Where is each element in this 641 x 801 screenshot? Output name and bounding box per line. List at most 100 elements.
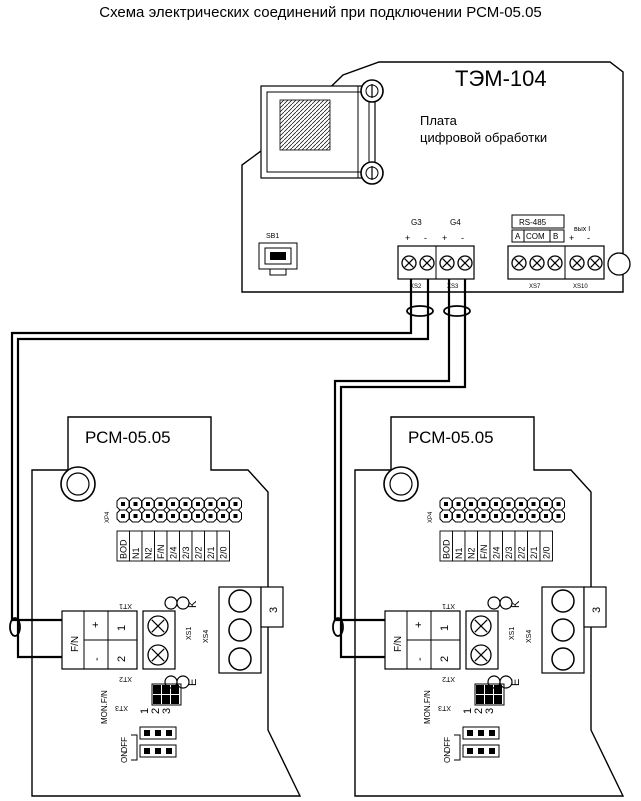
tem-led bbox=[607, 252, 631, 276]
xs1-screw-2 bbox=[470, 644, 492, 666]
xt3-frame bbox=[151, 683, 182, 706]
xt3-frame bbox=[474, 683, 505, 706]
pin-label: BOD bbox=[118, 539, 128, 559]
terminal-screw-g3 bbox=[439, 255, 455, 271]
pin-label: BOD bbox=[441, 539, 451, 559]
pin-label: 2/2 bbox=[193, 546, 203, 559]
xp4-pin-center bbox=[494, 514, 498, 518]
pin-label: 2/2 bbox=[516, 546, 526, 559]
xp4-pin-center bbox=[196, 514, 200, 518]
pin-cell bbox=[216, 530, 230, 562]
pin-label: 2/1 bbox=[529, 546, 539, 559]
xp4-pin-center bbox=[158, 502, 163, 506]
rsm-round-connector bbox=[60, 466, 96, 502]
xt3-pin bbox=[485, 695, 493, 704]
xs1-screw-1 bbox=[147, 615, 169, 637]
xs4-contact bbox=[228, 589, 252, 613]
xs1-label: XS1 bbox=[509, 627, 516, 640]
vyx-label: вых I bbox=[574, 226, 590, 233]
pin-label: 2/0 bbox=[541, 546, 551, 559]
xt2-label: XT2 bbox=[119, 675, 132, 682]
terminal-screw-xs5 bbox=[587, 255, 603, 271]
selector-pin bbox=[155, 730, 161, 736]
pin-label: 2/1 bbox=[206, 546, 216, 559]
xs4-number-cell bbox=[260, 586, 284, 628]
xp4-pin-center bbox=[481, 514, 486, 518]
xt1-label: XT1 bbox=[119, 602, 132, 609]
pin-label: N2 bbox=[143, 547, 153, 559]
g4-minus: - bbox=[461, 233, 464, 243]
xs4-number-label: 3 bbox=[268, 607, 280, 613]
xp4-pin-center bbox=[196, 502, 200, 506]
selector-pin bbox=[489, 748, 495, 754]
xp4-pin-center bbox=[469, 514, 473, 518]
xs4-contact bbox=[551, 589, 575, 613]
selector-pin bbox=[467, 730, 473, 736]
mon-label: MON.F/N bbox=[423, 690, 432, 724]
xp4-pin-center bbox=[233, 502, 238, 506]
pin-label: 2/3 bbox=[504, 546, 514, 559]
xp4-pin-center bbox=[146, 502, 150, 506]
xs7-xs10-terminal-block bbox=[507, 245, 605, 280]
xs4-contact bbox=[551, 618, 575, 642]
xs4-contact bbox=[228, 618, 252, 642]
xs10-plus: + bbox=[569, 233, 574, 243]
k-label: K bbox=[187, 600, 199, 608]
xs2-xs3-terminal-block bbox=[397, 245, 475, 280]
xp4-pin-center bbox=[519, 502, 523, 506]
xp4-pin-center bbox=[233, 514, 238, 518]
diagram-title: Схема электрических соединений при подкл… bbox=[99, 4, 542, 21]
g3-minus: - bbox=[424, 233, 427, 243]
xt2-label: XT2 bbox=[442, 675, 455, 682]
xs4-number-label: 3 bbox=[591, 607, 603, 613]
tem-104-outline bbox=[241, 61, 624, 293]
selector-pin bbox=[155, 748, 161, 754]
g4-label: G4 bbox=[450, 218, 461, 227]
xt3-number: 1 bbox=[139, 708, 151, 714]
xt2-pin bbox=[499, 675, 513, 689]
xp4-pin-center bbox=[444, 514, 448, 518]
xt3-pin bbox=[476, 695, 484, 704]
pin-label: N1 bbox=[131, 547, 141, 559]
xp4-pin-center bbox=[133, 514, 138, 518]
fn-label: F/N bbox=[393, 636, 404, 652]
tem-104-label: ТЭМ-104 bbox=[455, 66, 547, 91]
xs1-label: XS1 bbox=[186, 627, 193, 640]
xp4-pin-center bbox=[544, 514, 548, 518]
pin-label: 2/3 bbox=[181, 546, 191, 559]
pin-cell bbox=[539, 530, 553, 562]
xt3-label: XT3 bbox=[438, 704, 451, 711]
selector-pin bbox=[144, 748, 150, 754]
board-label-line1: Плата bbox=[420, 113, 458, 128]
selector-bracket bbox=[454, 734, 461, 761]
xp4-pin-center bbox=[556, 514, 561, 518]
xt3-label: XT3 bbox=[115, 704, 128, 711]
xp4-pin-center bbox=[444, 502, 448, 506]
pin-label: 2/0 bbox=[218, 546, 228, 559]
terminal-screw-g1 bbox=[401, 255, 417, 271]
rs485-label: RS-485 bbox=[519, 218, 547, 227]
selector-pin bbox=[166, 748, 172, 754]
xp4-pin-center bbox=[133, 502, 138, 506]
xp4-pin-center bbox=[121, 502, 125, 506]
off-label: OFF bbox=[120, 737, 129, 753]
terminal-1-label: 1 bbox=[116, 625, 128, 631]
terminal-1-label: 1 bbox=[439, 625, 451, 631]
rsm-outline bbox=[31, 416, 302, 797]
xs4-number-cell bbox=[583, 586, 607, 628]
xt2-pin bbox=[176, 675, 190, 689]
xs4-label: XS4 bbox=[203, 630, 210, 643]
xp4-pin-center bbox=[183, 502, 188, 506]
xp4-pin-center bbox=[494, 502, 498, 506]
rsm-title: РСМ-05.05 bbox=[408, 428, 494, 447]
terminal-screw-g2 bbox=[419, 255, 435, 271]
xs10-minus: - bbox=[587, 233, 590, 243]
tem-104-device: ТЭМ-104 Плата цифровой обработки SB1 G3 … bbox=[241, 61, 631, 293]
xp4-pin-center bbox=[183, 514, 188, 518]
selector-pin bbox=[478, 730, 484, 736]
selector-pin bbox=[478, 748, 484, 754]
xt3-number: 3 bbox=[161, 708, 173, 714]
